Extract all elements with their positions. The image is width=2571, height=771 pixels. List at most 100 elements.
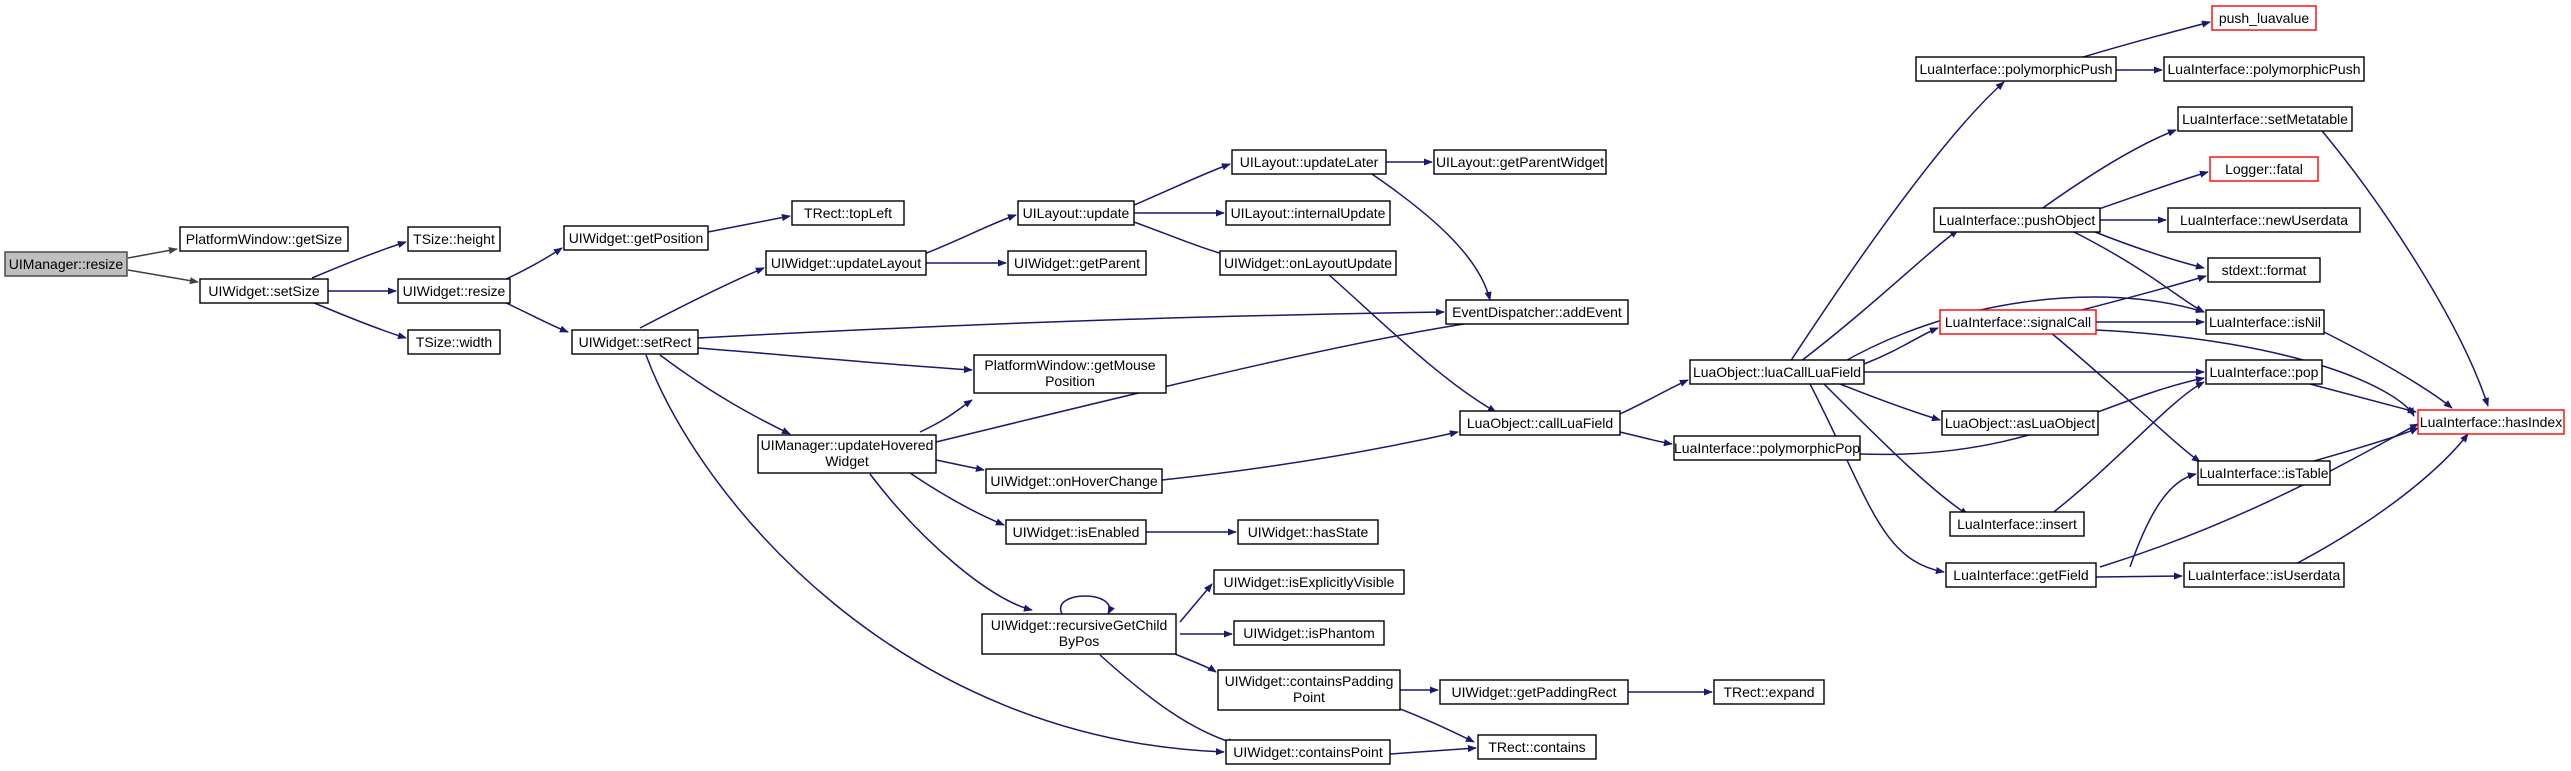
node-uiwidget-hasstate[interactable]: UIWidget::hasState: [1237, 519, 1379, 545]
node-trect-expand[interactable]: TRect::expand: [1713, 679, 1825, 705]
node-label: push_luavalue: [2219, 10, 2310, 26]
node-label-line1: UIManager::updateHovered: [761, 437, 934, 453]
edge-updatelater-addevent: [1365, 169, 1492, 301]
node-stdext-format[interactable]: stdext::format: [2207, 257, 2321, 283]
edge-recursive-explicitlyvisible: [1179, 583, 1213, 623]
edge-setrect-updatelayout: [639, 267, 765, 329]
edge-getfield-hasindex: [2099, 423, 2419, 568]
node-uilayout-getparentwidget[interactable]: UILayout::getParentWidget: [1433, 149, 1607, 175]
node-logger-fatal[interactable]: Logger::fatal: [2209, 156, 2319, 182]
edge-pop-hasindex: [2309, 383, 2417, 414]
node-label: LuaInterface::signalCall: [1945, 314, 2091, 330]
edge-resize-getsize: [127, 246, 178, 259]
node-box: [571, 329, 699, 355]
node-uiwidget-isphantom[interactable]: UIWidget::isPhantom: [1233, 620, 1385, 646]
edge-luacall-getfield: [1807, 379, 1945, 575]
node-uilayout-updatelater[interactable]: UILayout::updateLater: [1231, 149, 1387, 175]
node-luainterface-isnil[interactable]: LuaInterface::isNil: [2205, 309, 2325, 335]
node-uiwidget-getpaddingrect[interactable]: UIWidget::getPaddingRect: [1439, 679, 1629, 705]
node-luainterface-pop[interactable]: LuaInterface::pop: [2205, 359, 2323, 385]
node-label-line1: PlatformWindow::getMouse: [984, 357, 1155, 373]
edge-setsize-height: [311, 240, 407, 279]
node-luainterface-hasindex[interactable]: LuaInterface::hasIndex: [2417, 409, 2565, 435]
node-tsize-height[interactable]: TSize::height: [407, 226, 501, 252]
edge-setmetatable-hasindex: [2317, 125, 2489, 407]
node-box: [791, 200, 905, 226]
edges: [127, 20, 2489, 756]
node-uiwidget-resize[interactable]: UIWidget::resize: [397, 278, 511, 304]
node-luainterface-getfield[interactable]: LuaInterface::getField: [1945, 562, 2097, 588]
node-uiwidget-setrect[interactable]: UIWidget::setRect: [571, 329, 699, 355]
node-uiwidget-getposition[interactable]: UIWidget::getPosition: [563, 225, 709, 251]
node-luainterface-newuserdata[interactable]: LuaInterface::newUserdata: [2167, 207, 2361, 233]
node-box: [1233, 620, 1385, 646]
node-trect-topleft[interactable]: TRect::topLeft: [791, 200, 905, 226]
node-uiwidget-getparent[interactable]: UIWidget::getParent: [1007, 250, 1147, 276]
node-luaobject-callluafield[interactable]: LuaObject::callLuaField: [1459, 410, 1621, 436]
node-uiwidget-isenabled[interactable]: UIWidget::isEnabled: [1005, 519, 1147, 545]
node-uiwidget-containspoint[interactable]: UIWidget::containsPoint: [1225, 739, 1391, 765]
node-luainterface-setmetatable[interactable]: LuaInterface::polymorphicPushLuaInterfac…: [2177, 106, 2353, 132]
edge-updatehovered-addevent: [935, 317, 1491, 443]
node-box: [199, 278, 329, 304]
node-label: LuaInterface::isUserdata: [2188, 567, 2341, 583]
node-luainterface-insert[interactable]: LuaInterface::insert: [1949, 511, 2085, 537]
edge-recursive-containspoint: [1099, 654, 1237, 746]
node-luainterface-signalcall[interactable]: LuaInterface::signalCall: [1939, 309, 2097, 335]
edge-callluafield-luacall: [1619, 379, 1689, 415]
node-label: LuaInterface::pop: [2210, 364, 2319, 380]
nodes: UIManager::resize PlatformWindow::getSiz…: [4, 5, 2565, 765]
node-box: [765, 250, 927, 276]
node-label: UIWidget::updateLayout: [771, 255, 921, 271]
edge-setrect-addevent: [697, 308, 1445, 339]
node-uilayout-internalupdate[interactable]: UILayout::internalUpdate: [1225, 200, 1391, 226]
node-luainterface-polymorphicpush[interactable]: LuaInterface::polymorphicPush: [1915, 56, 2117, 82]
node-label-line2: Point: [1293, 689, 1325, 705]
node-label: UIWidget::setRect: [579, 334, 692, 350]
node-box: [2207, 257, 2321, 283]
node-label: UIWidget::isExplicitlyVisible: [1224, 574, 1395, 590]
node-box: [1933, 207, 2101, 233]
node-uiwidget-isexplicitlyvisible[interactable]: UIWidget::isExplicitlyVisible: [1213, 569, 1405, 595]
node-platformwindow-getsize[interactable]: PlatformWindow::getSize: [179, 226, 349, 252]
node-uiwidget-updatelayout[interactable]: UIWidget::updateLayout: [765, 250, 927, 276]
node-box: [1017, 200, 1135, 226]
node-trect-contains[interactable]: TRect::contains: [1477, 734, 1597, 760]
node-label: UIWidget::onHoverChange: [990, 473, 1158, 489]
node-label: PlatformWindow::getSize: [186, 231, 343, 247]
node-uiwidget-onhoverchange[interactable]: UIWidget::onHoverChange: [985, 468, 1163, 494]
node-luaobject-luacallluafield[interactable]: LuaObject::luaCallLuaField: [1689, 359, 1865, 385]
node-luainterface-istable[interactable]: LuaInterface::isTable: [2197, 460, 2331, 486]
edge-recursive-self: [1059, 595, 1115, 615]
node-uiwidget-onlayoutupdate[interactable]: UIWidget::onLayoutUpdate: [1219, 250, 1397, 276]
node-tsize-width[interactable]: TSize::width: [407, 329, 501, 355]
node-uimanager-resize[interactable]: UIManager::resize: [4, 251, 128, 277]
node-box: [1673, 435, 1861, 461]
node-label: LuaInterface::setMetatable: [2182, 111, 2348, 127]
edge-signalcall-format: [2069, 274, 2207, 314]
node-box: [2205, 309, 2325, 335]
node-luaobject-asluaobject[interactable]: LuaObject::asLuaObject: [1941, 410, 2099, 436]
edge-pushobject-fatal: [2089, 170, 2209, 213]
node-luainterface-polymorphicpop[interactable]: LuaInterface::polymorphicPop: [1673, 435, 1861, 461]
edge-setrect-updatehovered: [659, 354, 791, 435]
node-label: UIWidget::getParent: [1014, 255, 1140, 271]
node-luainterface-isuserdata[interactable]: LuaInterface::isUserdata: [2183, 562, 2345, 588]
node-push-luavalue[interactable]: push_luavalue: [2211, 5, 2317, 31]
node-box: [2163, 56, 2365, 82]
node-luainterface-pushobject[interactable]: LuaInterface::pushObject: [1933, 207, 2101, 233]
node-uilayout-update[interactable]: UILayout::update: [1017, 200, 1135, 226]
node-box: [1689, 359, 1865, 385]
edge-containspadding-contains: [1389, 704, 1475, 743]
node-eventdispatcher-addevent[interactable]: EventDispatcher::addEvent: [1445, 299, 1629, 325]
node-uiwidget-setsize[interactable]: UIWidget::setSize: [199, 278, 329, 304]
node-label-line1: UIWidget::recursiveGetChild: [991, 617, 1168, 633]
node-luainterface-polymorphicpush-2[interactable]: LuaInterface::polymorphicPush: [2163, 56, 2365, 82]
node-label: stdext::format: [2222, 262, 2307, 278]
node-box: [1939, 309, 2097, 335]
node-box: [1213, 569, 1405, 595]
